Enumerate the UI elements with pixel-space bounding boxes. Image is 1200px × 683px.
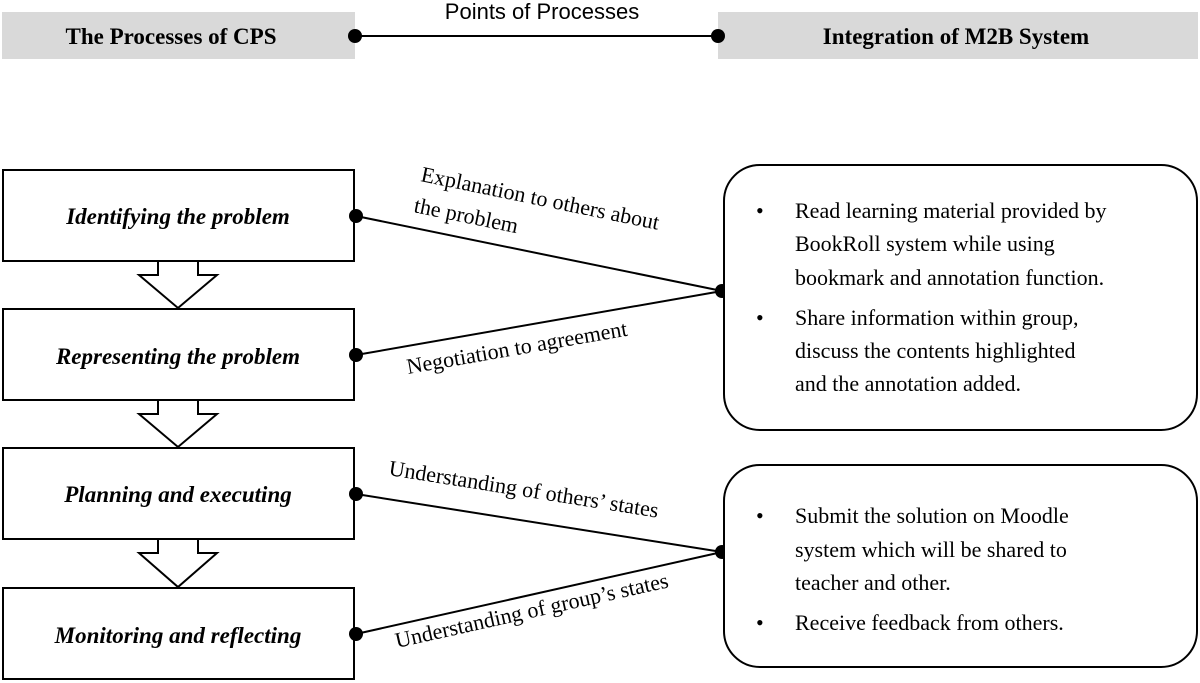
bullet-text: discuss the contents highlighted <box>795 338 1075 363</box>
bullet-text: Read learning material provided by <box>795 198 1107 223</box>
m2b-box-frame <box>723 164 1198 431</box>
connector-label: Understanding of others’ states <box>387 455 660 522</box>
connector-label: Understanding of group’s states <box>393 568 671 653</box>
bullet-text: Submit the solution on Moodle <box>795 503 1069 528</box>
m2b-box-frame <box>723 464 1198 668</box>
step-box <box>2 308 355 401</box>
header-right-label: Integration of M2B System <box>823 24 1089 49</box>
m2b-box: • Submit the solution on Moodle system w… <box>723 464 1198 668</box>
bullet-marker: • <box>756 305 764 330</box>
step-label: Planning and executing <box>63 482 291 507</box>
bullet-marker: • <box>756 610 764 635</box>
connectors: Explanation to others about the problem … <box>349 161 729 653</box>
bullet-text: system which will be shared to <box>795 537 1067 562</box>
connector-line <box>355 551 723 635</box>
down-arrow <box>136 260 220 310</box>
header-left-bar <box>2 12 355 59</box>
connector-label: Negotiation to agreement <box>405 316 630 379</box>
header-right-bar <box>718 12 1198 59</box>
header-middle-label: Points of Processes <box>445 0 639 24</box>
connector-dot <box>349 209 363 223</box>
down-arrow <box>136 538 220 589</box>
bullet-text: teacher and other. <box>795 570 951 595</box>
down-arrow <box>136 399 220 449</box>
connector-dot <box>349 627 363 641</box>
step-label: Identifying the problem <box>65 204 290 229</box>
step-label: Monitoring and reflecting <box>54 623 302 648</box>
step-box <box>2 587 355 680</box>
header-left-label: The Processes of CPS <box>65 24 276 49</box>
connector-line <box>355 215 723 292</box>
bullet-text: BookRoll system while using <box>795 231 1055 256</box>
process-steps: Identifying the problem Representing the… <box>2 169 355 680</box>
connector-dot <box>349 348 363 362</box>
m2b-box: • Read learning material provided by Boo… <box>723 164 1198 431</box>
bullet-text: Receive feedback from others. <box>795 610 1064 635</box>
step-label: Representing the problem <box>55 344 300 369</box>
header-right-dot <box>711 29 725 43</box>
connector-dot <box>349 487 363 501</box>
header-left-dot <box>348 29 362 43</box>
connector-line <box>355 290 723 356</box>
bullet-marker: • <box>756 198 764 223</box>
connector-line <box>355 493 723 553</box>
header: The Processes of CPS Integration of M2B … <box>2 0 1198 59</box>
step-box <box>2 447 355 540</box>
bullet-text: Share information within group, <box>795 305 1079 330</box>
bullet-marker: • <box>756 503 764 528</box>
bullet-text: and the annotation added. <box>795 371 1021 396</box>
bullet-text: bookmark and annotation function. <box>795 265 1104 290</box>
